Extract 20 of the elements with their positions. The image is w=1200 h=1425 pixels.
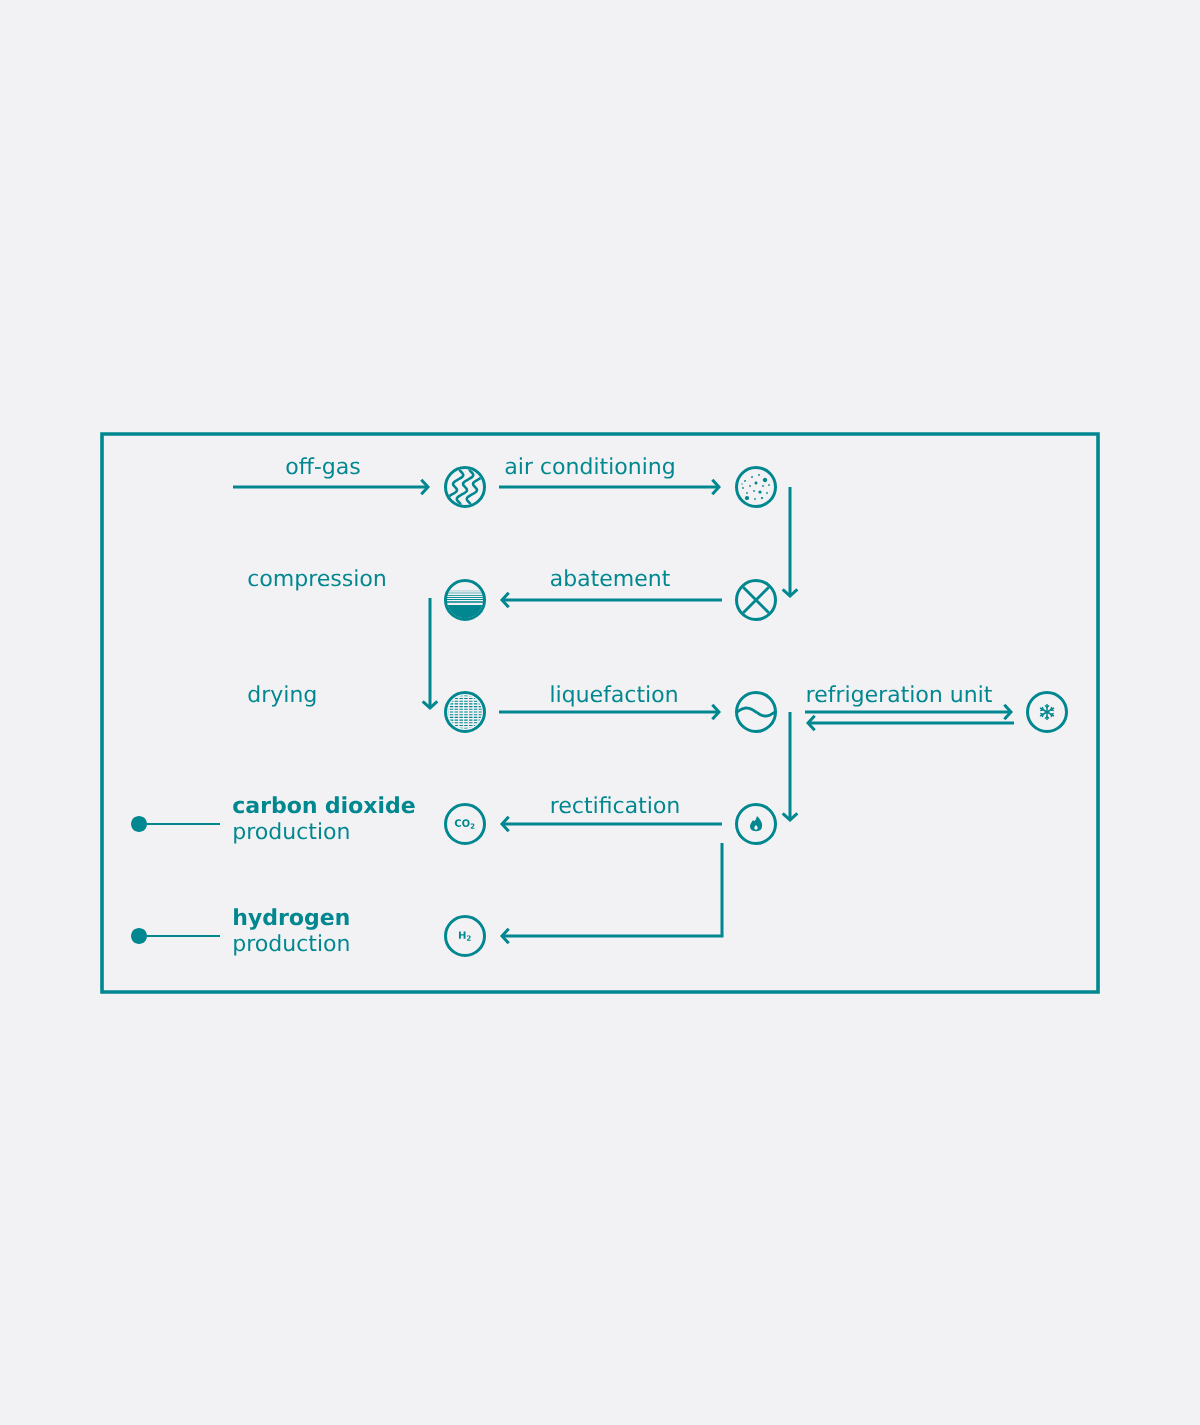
arrow: [805, 703, 1013, 721]
process-label: compression: [248, 569, 385, 591]
arrow: [806, 714, 1014, 732]
edge-label: refrigeration unit: [804, 683, 994, 708]
arrow: [500, 815, 722, 833]
edge-label: rectification: [548, 794, 682, 815]
arrow: [781, 487, 799, 598]
elbow-arrow: [500, 843, 724, 945]
process-label: drying: [248, 685, 316, 707]
arrow: [421, 598, 439, 710]
product-label: carbon dioxide production: [233, 796, 415, 844]
arrow: [499, 478, 721, 496]
arrow: [781, 712, 799, 822]
product-label: hydrogen production: [234, 908, 349, 956]
arrow: [233, 478, 430, 496]
edge-label: liquefaction: [548, 683, 680, 708]
arrow: [500, 591, 722, 609]
edge-label: air conditioning: [503, 455, 678, 480]
edge-label: abatement: [548, 567, 672, 588]
arrow: [499, 703, 721, 721]
